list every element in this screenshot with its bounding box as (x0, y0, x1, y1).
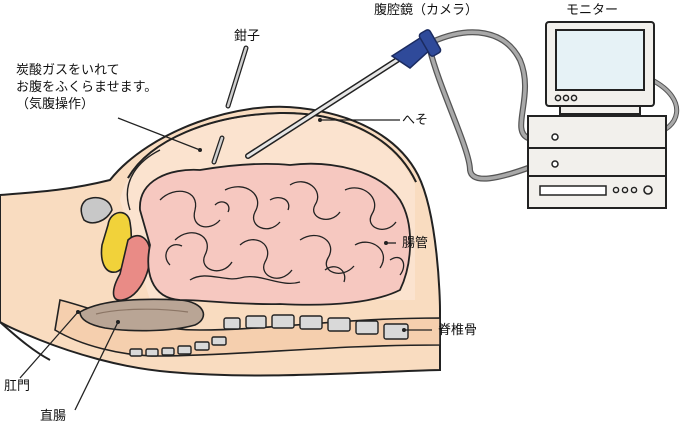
label-intestine: 腸管 (402, 236, 429, 251)
rectum (79, 298, 205, 332)
monitor-screen (555, 29, 645, 91)
laparoscope (245, 29, 442, 159)
label-navel: へそ (402, 113, 429, 128)
label-laparoscope: 腹腔鏡（カメラ） (374, 3, 479, 18)
label-rectum: 直腸 (40, 409, 67, 424)
forceps (211, 45, 249, 165)
leader-lines (19, 117, 432, 411)
intestine (139, 162, 412, 306)
vertebrae (129, 314, 409, 357)
monitor (545, 21, 655, 115)
label-forceps: 鉗子 (234, 29, 261, 44)
label-co2-insufflation: 炭酸ガスをいれて お腹をふくらませます。 （気腹操作） (16, 63, 158, 112)
uterus (112, 234, 151, 301)
camera-control-unit (527, 115, 667, 209)
spine (54, 299, 441, 357)
label-monitor: モニター (566, 3, 619, 18)
label-spine: 脊椎骨 (438, 323, 478, 338)
label-anus: 肛門 (4, 379, 31, 394)
camera-cables (427, 29, 680, 182)
pubic-bone (80, 197, 113, 224)
cable-to-camera-unit (427, 47, 531, 182)
